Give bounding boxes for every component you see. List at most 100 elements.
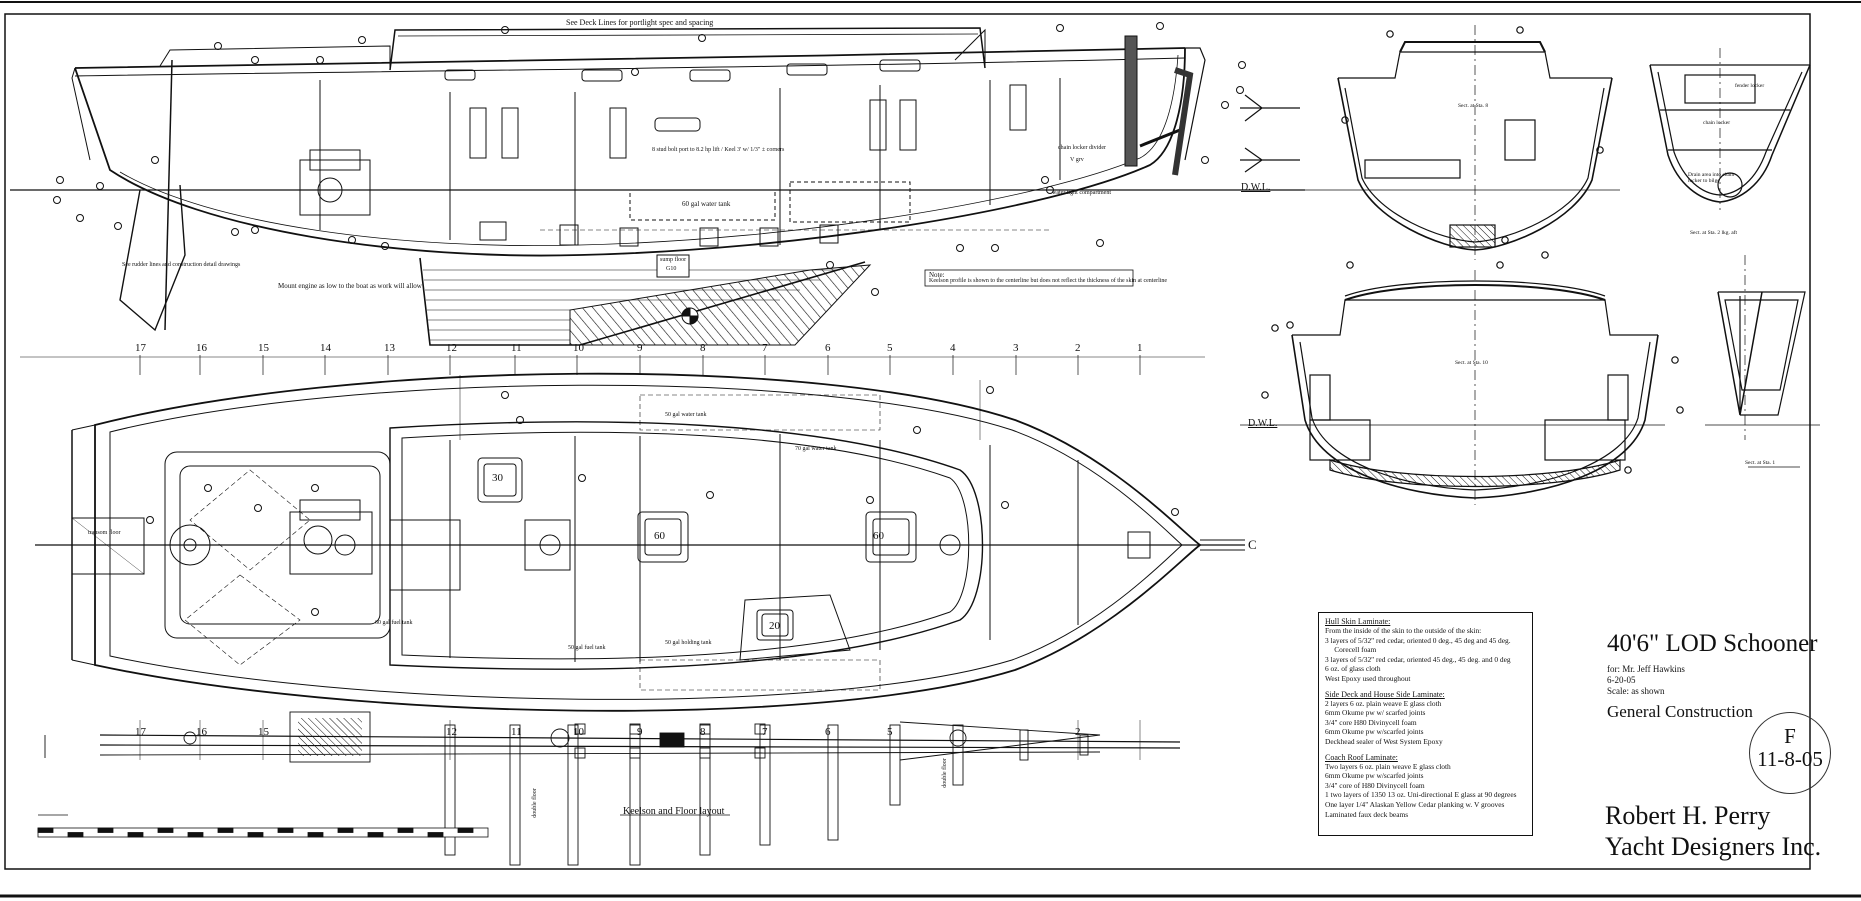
- keelson-station-16: 16: [196, 726, 207, 738]
- roof-line-1: Two layers 6 oz. plain weave E glass clo…: [1325, 761, 1451, 771]
- station-3: 3: [1013, 342, 1019, 354]
- roof-line-4: 1 two layers of 1350 13 oz. Uni-directio…: [1325, 790, 1517, 800]
- company-line-1: Robert H. Perry: [1605, 801, 1771, 830]
- station-1: 1: [1137, 342, 1143, 354]
- section-sta-1: [1705, 255, 1820, 468]
- station-10: 10: [573, 342, 584, 354]
- hatch-20-label: 20: [769, 620, 780, 632]
- deck-line-2: 6mm Okume pw w/ scarfed joints: [1325, 708, 1426, 718]
- keelson-station-6: 6: [825, 726, 831, 738]
- keelson-station-15: 15: [258, 726, 269, 738]
- section-dwl-label: D.W.L.: [1248, 418, 1278, 429]
- section-sta-8: [1305, 25, 1620, 260]
- station-16: 16: [196, 342, 207, 354]
- laminate-notes-box: Hull Skin Laminate: From the inside of t…: [1318, 612, 1533, 836]
- v-groove-label: V grv: [1070, 157, 1084, 163]
- hull-line-1: From the inside of the skin to the outsi…: [1325, 626, 1482, 635]
- profile-top-note: See Deck Lines for portlight spec and sp…: [566, 18, 714, 27]
- section-sta-8-label: Sect. at Sta. 8: [1458, 103, 1489, 109]
- sheet-letter: F: [1784, 724, 1796, 748]
- king-post-note: 8 stud bolt port to 8.2 hp lift / Keel 3…: [652, 147, 785, 153]
- station-6: 6: [825, 342, 831, 354]
- engine-note: Mount engine as low to the boat as work …: [278, 282, 422, 290]
- hull-line-5: 6 oz. of glass cloth: [1325, 664, 1381, 674]
- keelson-station-11: 11: [511, 726, 522, 738]
- keelson-layout-title: Keelson and Floor layout: [623, 806, 725, 817]
- hull-line-4: 3 layers of 5/32" red cedar, oriented 45…: [1325, 654, 1511, 664]
- station-lines: [20, 355, 1205, 375]
- client-line: for: Mr. Jeff Hawkins: [1607, 664, 1685, 674]
- section-sta-10-label: Sect. at Sta. 10: [1455, 360, 1488, 366]
- station-12: 12: [446, 342, 457, 354]
- water-tank-label-2: 70 gal water tank: [795, 446, 837, 452]
- roof-line-5: One layer 1/4" Alaskan Yellow Cedar plan…: [1325, 799, 1505, 809]
- compartment-label: water tight compartment: [1052, 190, 1111, 196]
- station-9: 9: [637, 342, 643, 354]
- station-13: 13: [384, 342, 395, 354]
- chain-locker-label: chain locker: [1703, 120, 1731, 126]
- station-11: 11: [511, 342, 522, 354]
- deck-line-4: 6mm Okume pw w/scarfed joints: [1325, 727, 1424, 737]
- sheet-name: General Construction: [1607, 702, 1753, 721]
- keelson-station-10: 10: [573, 726, 584, 738]
- hatch-60a-label: 60: [654, 530, 665, 542]
- section-sta-2: [1649, 48, 1811, 210]
- date-line: 6-20-05: [1607, 675, 1636, 685]
- sheet-frame: [4, 13, 1811, 870]
- hull-line-2: 3 layers of 5/32" red cedar, oriented 0 …: [1325, 635, 1511, 645]
- roof-laminate-heading: Coach Roof Laminate:: [1325, 752, 1398, 762]
- sump-label: sump floor: [660, 257, 687, 263]
- chain-locker-divider: chain locker divider: [1058, 145, 1106, 151]
- scale-line: Scale: as shown: [1607, 686, 1665, 696]
- keelson-station-9: 9: [637, 726, 643, 738]
- fuel-tank-label: 60 gal fuel tank: [375, 620, 413, 626]
- fuel-tank-label-2: 50 gal fuel tank: [568, 645, 606, 651]
- roof-line-2: 6mm Okume pw w/scarfed joints: [1325, 771, 1424, 781]
- rudder-note: See rudder lines and construction detail…: [122, 262, 241, 268]
- sump-label-2: G10: [666, 266, 677, 272]
- station-4: 4: [950, 342, 956, 354]
- profile-note-text: Keelson profile is shown to the centerli…: [929, 278, 1168, 284]
- keelson-station-7: 7: [762, 726, 768, 738]
- roof-line-3: 3/4" core of H80 Divinycell foam: [1325, 780, 1425, 790]
- keelson-station-5: 5: [887, 726, 893, 738]
- hull-line-3: Corecell foam: [1325, 645, 1377, 655]
- plan-view: [35, 372, 1245, 712]
- double-floor-label-1: double floor: [531, 788, 538, 818]
- profile-view: [10, 22, 1305, 346]
- station-8: 8: [700, 342, 706, 354]
- hull-line-6: West Epoxy used throughout: [1325, 673, 1411, 683]
- profile-tank-note: 60 gal water tank: [682, 200, 731, 208]
- transom-floor-label: transom floor: [88, 530, 121, 536]
- section-sta-1-label: Sect. at Sta. 1: [1745, 460, 1776, 466]
- keelson-station-17: 17: [135, 726, 146, 738]
- deck-laminate-heading: Side Deck and House Side Laminate:: [1325, 689, 1445, 699]
- deck-line-1: 2 layers 6 oz. plain weave E glass cloth: [1325, 698, 1442, 708]
- roof-line-6: Laminated faux deck beams: [1325, 809, 1409, 819]
- company-name: Robert H. Perry Yacht Designers Inc.: [1605, 800, 1821, 862]
- station-7: 7: [762, 342, 768, 354]
- sheet-id-circle: F 11-8-05: [1749, 712, 1831, 794]
- station-5: 5: [887, 342, 893, 354]
- sheet-date: 11-8-05: [1757, 747, 1823, 771]
- hatch-60b-label: 60: [873, 530, 884, 542]
- hull-laminate-heading: Hull Skin Laminate:: [1325, 617, 1391, 626]
- drawing-title: 40'6" LOD Schooner: [1607, 630, 1818, 657]
- water-tank-label: 50 gal water tank: [665, 412, 707, 418]
- profile-note-title: Note:: [929, 271, 945, 279]
- centerline-symbol: C: [1248, 537, 1257, 552]
- company-line-2: Yacht Designers Inc.: [1605, 832, 1822, 861]
- station-2: 2: [1075, 342, 1081, 354]
- double-floor-label-2: double floor: [941, 758, 948, 788]
- keelson-layout: [44, 711, 1181, 866]
- station-15: 15: [258, 342, 269, 354]
- deck-line-3: 3/4" core H80 Divinycell foam: [1325, 717, 1417, 727]
- scale-bar: [37, 814, 489, 838]
- fender-locker-label: fender locker: [1735, 83, 1765, 89]
- station-17: 17: [135, 342, 146, 354]
- section-sta-2-label: Sect. at Sta. 2 lkg. aft: [1690, 230, 1738, 236]
- hatch-30-label: 30: [492, 472, 503, 484]
- holding-tank-label: 50 gal holding tank: [665, 640, 712, 646]
- deck-line-5: Deckhead sealer of West System Epoxy: [1325, 736, 1443, 746]
